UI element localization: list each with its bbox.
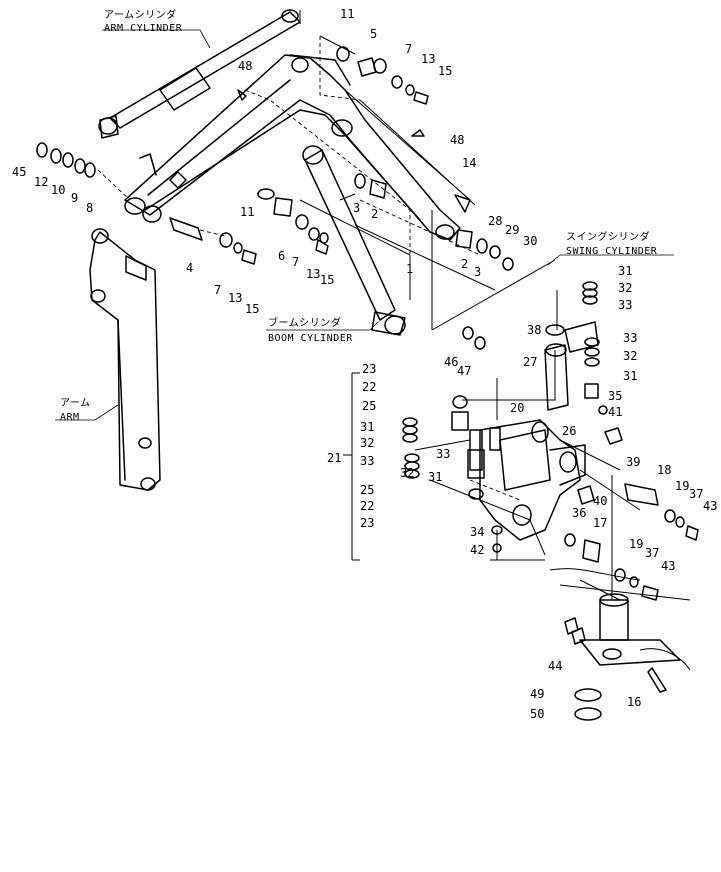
- part-number-13b: 13: [306, 267, 320, 281]
- part-number-14: 14: [462, 156, 476, 170]
- part-number-28: 28: [488, 214, 502, 228]
- part-number-43b: 43: [661, 559, 675, 573]
- part-number-26: 26: [562, 424, 576, 438]
- part-number-6: 6: [278, 249, 285, 263]
- part-number-48b: 48: [450, 133, 464, 147]
- part-number-25a: 25: [362, 399, 376, 413]
- part-number-13c: 13: [228, 291, 242, 305]
- boom-cylinder: [302, 145, 406, 336]
- part-number-22a: 22: [362, 380, 376, 394]
- part-number-42: 42: [470, 543, 484, 557]
- part-number-11b: 11: [240, 205, 254, 219]
- part-number-33b: 33: [623, 331, 637, 345]
- part-number-23b: 23: [360, 516, 374, 530]
- part-number-49: 49: [530, 687, 544, 701]
- swing-cylinder-label-jp: スイングシリンダ: [566, 230, 650, 243]
- arm: [89, 228, 161, 491]
- part-number-19a: 19: [675, 479, 689, 493]
- hardware: [36, 46, 699, 721]
- part-number-31d: 31: [428, 470, 442, 484]
- part-number-32d: 32: [400, 466, 414, 480]
- part-number-36: 36: [572, 506, 586, 520]
- part-number-21: 21: [327, 451, 341, 465]
- part-number-37a: 37: [689, 487, 703, 501]
- part-number-29: 29: [505, 223, 519, 237]
- part-number-19b: 19: [629, 537, 643, 551]
- part-number-7c: 7: [214, 283, 221, 297]
- cylinder-labels: アームシリンダ ARM CYLINDER ブームシリンダ BOOM CYLIND…: [60, 8, 658, 423]
- part-number-3a: 3: [353, 201, 360, 215]
- arm-cylinder: [98, 9, 301, 139]
- arm-label-jp: アーム: [60, 397, 91, 409]
- part-number-34: 34: [470, 525, 484, 539]
- part-number-35: 35: [608, 389, 622, 403]
- arm-cylinder-label-en: ARM CYLINDER: [104, 23, 183, 34]
- part-number-30: 30: [523, 234, 537, 248]
- part-number-44: 44: [548, 659, 562, 673]
- part-number-13a: 13: [421, 52, 435, 66]
- part-number-1: 1: [406, 262, 413, 276]
- part-number-16: 16: [627, 695, 641, 709]
- part-number-37b: 37: [645, 546, 659, 560]
- part-number-17: 17: [593, 516, 607, 530]
- arm-cylinder-label-jp: アームシリンダ: [104, 8, 177, 21]
- swing-cylinder-label-en: SWING CYLINDER: [566, 246, 658, 257]
- part-number-33c: 33: [360, 454, 374, 468]
- part-number-31c: 31: [360, 420, 374, 434]
- part-number-33a: 33: [618, 298, 632, 312]
- part-number-12: 12: [34, 175, 48, 189]
- boom: [124, 54, 476, 241]
- part-number-32c: 32: [360, 436, 374, 450]
- part-number-22b: 22: [360, 499, 374, 513]
- part-number-25b: 25: [360, 483, 374, 497]
- part-number-47: 47: [457, 364, 471, 378]
- part-number-33d: 33: [436, 447, 450, 461]
- swing-bracket: [469, 419, 586, 541]
- part-number-7b: 7: [292, 255, 299, 269]
- part-number-39: 39: [626, 455, 640, 469]
- leader-lines: [55, 29, 674, 421]
- part-number-32a: 32: [618, 281, 632, 295]
- part-number-48a: 48: [238, 59, 252, 73]
- part-number-40: 40: [593, 494, 607, 508]
- part-number-20: 20: [510, 401, 524, 415]
- part-number-38: 38: [527, 323, 541, 337]
- part-number-15a: 15: [438, 64, 452, 78]
- part-number-31a: 31: [618, 264, 632, 278]
- part-number-46: 46: [444, 355, 458, 369]
- part-number-9: 9: [71, 191, 78, 205]
- part-number-31b: 31: [623, 369, 637, 383]
- part-number-11a: 11: [340, 7, 354, 21]
- part-number-2b: 2: [461, 257, 468, 271]
- part-number-2a: 2: [371, 207, 378, 221]
- part-number-43a: 43: [703, 499, 717, 513]
- boom-cylinder-label-jp: ブームシリンダ: [268, 316, 341, 329]
- part-number-23a: 23: [362, 362, 376, 376]
- part-number-4: 4: [186, 261, 193, 275]
- part-number-5: 5: [370, 27, 377, 41]
- part-number-15c: 15: [245, 302, 259, 316]
- part-number-45: 45: [12, 165, 26, 179]
- part-number-8: 8: [86, 201, 93, 215]
- guide-lines: [97, 35, 641, 601]
- part-number-41: 41: [608, 405, 622, 419]
- part-number-3b: 3: [474, 265, 481, 279]
- part-number-10: 10: [51, 183, 65, 197]
- boom-cylinder-label-en: BOOM CYLINDER: [268, 333, 353, 344]
- part-number-50: 50: [530, 707, 544, 721]
- arm-label-en: ARM: [60, 412, 80, 423]
- part-number-7a: 7: [405, 42, 412, 56]
- part-number-18: 18: [657, 463, 671, 477]
- part-number-32b: 32: [623, 349, 637, 363]
- part-number-27: 27: [523, 355, 537, 369]
- part-number-15b: 15: [320, 273, 334, 287]
- swing-post: [549, 568, 691, 671]
